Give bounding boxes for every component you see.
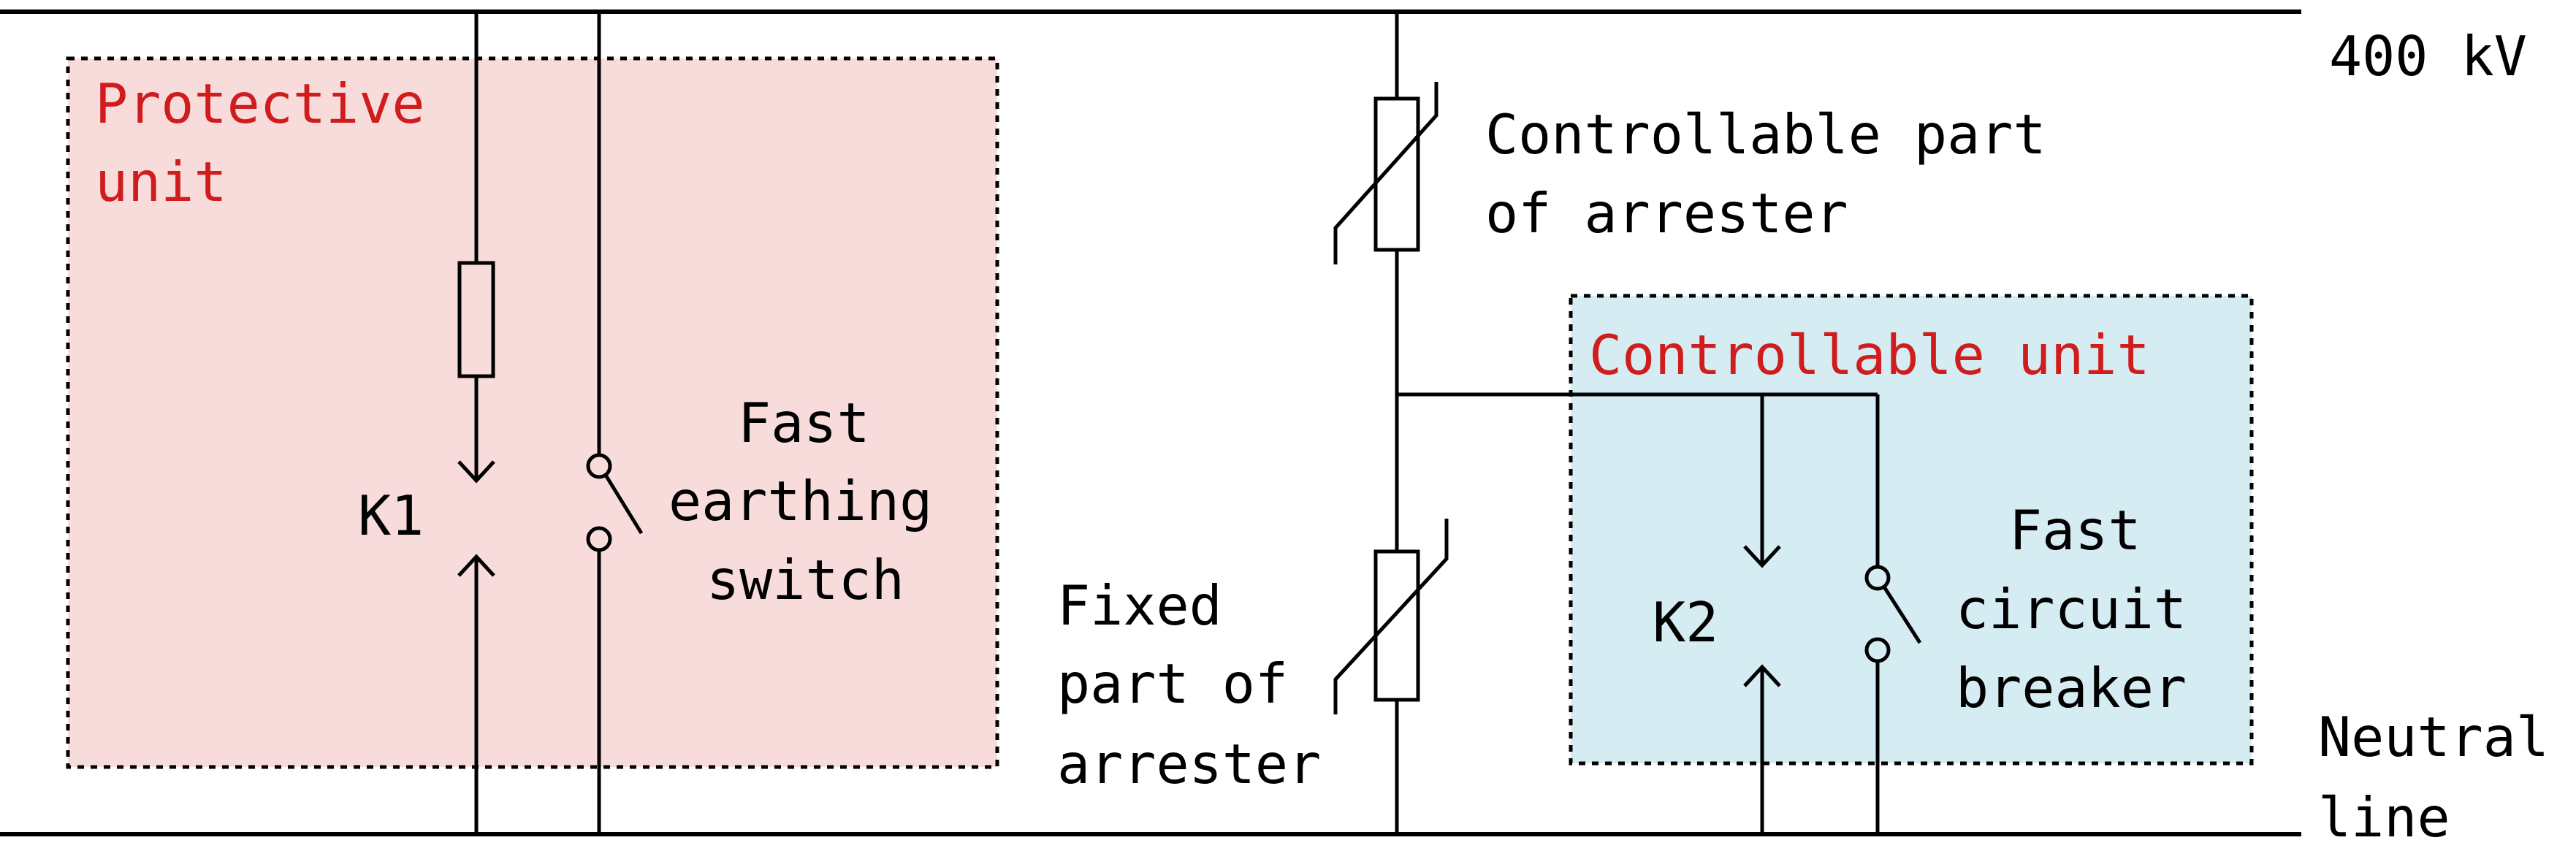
k1-lower-contact-arrow	[457, 554, 495, 577]
k1-branch	[457, 12, 495, 834]
protective-unit-box	[66, 56, 999, 769]
fast-circuit-breaker-label-2: circuit	[1956, 577, 2187, 641]
fast-earthing-switch-symbol	[586, 12, 644, 834]
controllable-arrester-label-2: of arrester	[1485, 181, 1848, 245]
fast-circuit-breaker-label-1: Fast	[2009, 498, 2141, 562]
arrester-column	[1333, 12, 1449, 834]
controllable-unit-label: Controllable unit	[1589, 323, 2150, 387]
k1-upper-contact-arrow	[457, 460, 495, 484]
k2-label: K2	[1653, 590, 1718, 655]
controllable-unit-box	[1569, 294, 2254, 766]
k2-upper-contact-arrow	[1743, 545, 1781, 568]
fast-earthing-switch-label-2: earthing	[668, 469, 932, 533]
protective-unit-label-1: Protective	[95, 72, 425, 136]
neutral-line-label-2: line	[2318, 785, 2450, 850]
controllable-arrester-label-1: Controllable part	[1485, 102, 2046, 167]
neutral-line-label-1: Neutral	[2318, 705, 2549, 769]
k2-lower-contact-arrow	[1743, 664, 1781, 687]
fast-earthing-switch-label-3: switch	[706, 548, 904, 612]
k1-label: K1	[358, 484, 424, 548]
voltage-label: 400 kV	[2329, 24, 2527, 88]
fixed-arrester-symbol	[1373, 549, 1420, 702]
k2-branch	[1743, 394, 1781, 834]
fast-circuit-breaker-label-3: breaker	[1956, 656, 2187, 720]
fast-circuit-breaker-symbol	[1864, 394, 1922, 834]
protective-unit-label-2: unit	[95, 150, 227, 214]
fixed-arrester-label-2: part of	[1057, 652, 1288, 716]
fixed-arrester-label-1: Fixed	[1057, 573, 1222, 638]
fast-earthing-switch-label-1: Fast	[738, 391, 870, 455]
fixed-arrester-label-3: arrester	[1057, 732, 1321, 796]
